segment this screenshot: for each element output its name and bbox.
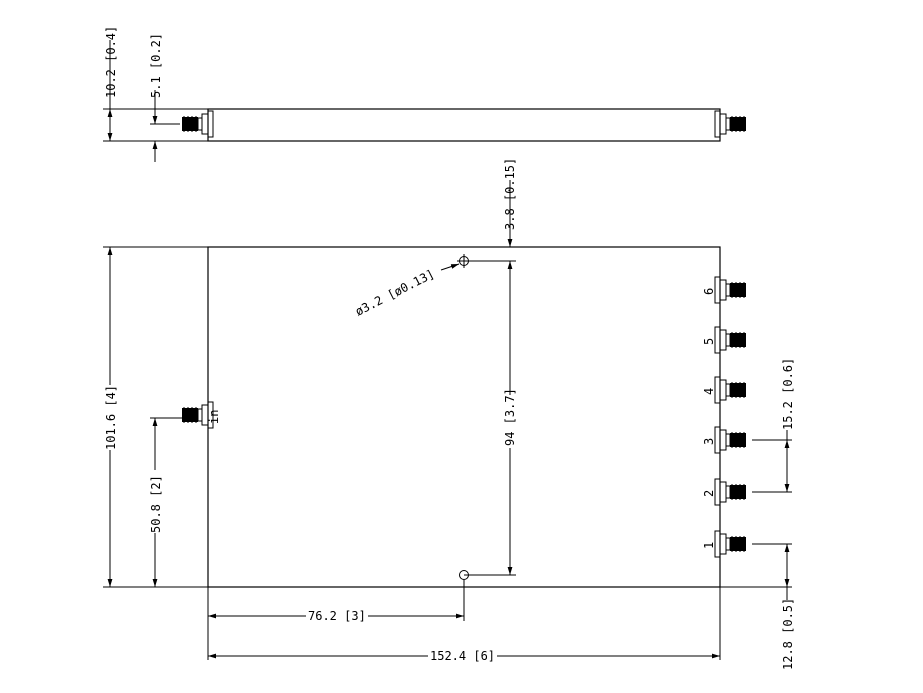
port-1-label: 1 <box>702 542 716 549</box>
body-height-label: 101.6 [4] <box>104 385 118 450</box>
side-view-body <box>207 108 721 142</box>
port-6-connector-icon <box>714 276 747 304</box>
input-offset-label: 50.8 [2] <box>149 475 163 533</box>
side-left-connector-icon <box>181 110 214 138</box>
port-2-label: 2 <box>702 490 716 497</box>
body-width-label: 152.4 [6] <box>430 649 495 663</box>
port-5-connector-icon <box>714 326 747 354</box>
input-port-label: in <box>207 410 221 424</box>
port-6-label: 6 <box>702 288 716 295</box>
port-4-label: 4 <box>702 388 716 395</box>
side-height-label: 10.2 [0.4] <box>104 26 118 98</box>
hole-offset-left-label: 76.2 [3] <box>308 609 366 623</box>
hole-diameter-label: ø3.2 [ø0.13] <box>353 267 437 319</box>
side-view: 10.2 [0.4] 5.1 [0.2] <box>103 26 747 162</box>
port-1-connector-icon <box>714 530 747 558</box>
hole-offset-top-label: 3.8 [0.15] <box>503 158 517 230</box>
port1-offset-label: 12.8 [0.5] <box>781 598 795 670</box>
side-right-connector-icon <box>714 110 747 138</box>
port-3-connector-icon <box>714 426 747 454</box>
side-connector-offset-label: 5.1 [0.2] <box>149 33 163 98</box>
port-4-connector-icon <box>714 376 747 404</box>
port-pitch-label: 15.2 [0.6] <box>781 358 795 430</box>
port-5-label: 5 <box>702 338 716 345</box>
top-view: in 6 5 4 3 2 1 ø3.2 [ø0.13] 3.8 [0.15] <box>103 158 795 670</box>
port-2-connector-icon <box>714 478 747 506</box>
port-3-label: 3 <box>702 438 716 445</box>
hole-spacing-label: 94 [3.7] <box>503 388 517 446</box>
top-view-body <box>207 246 721 588</box>
